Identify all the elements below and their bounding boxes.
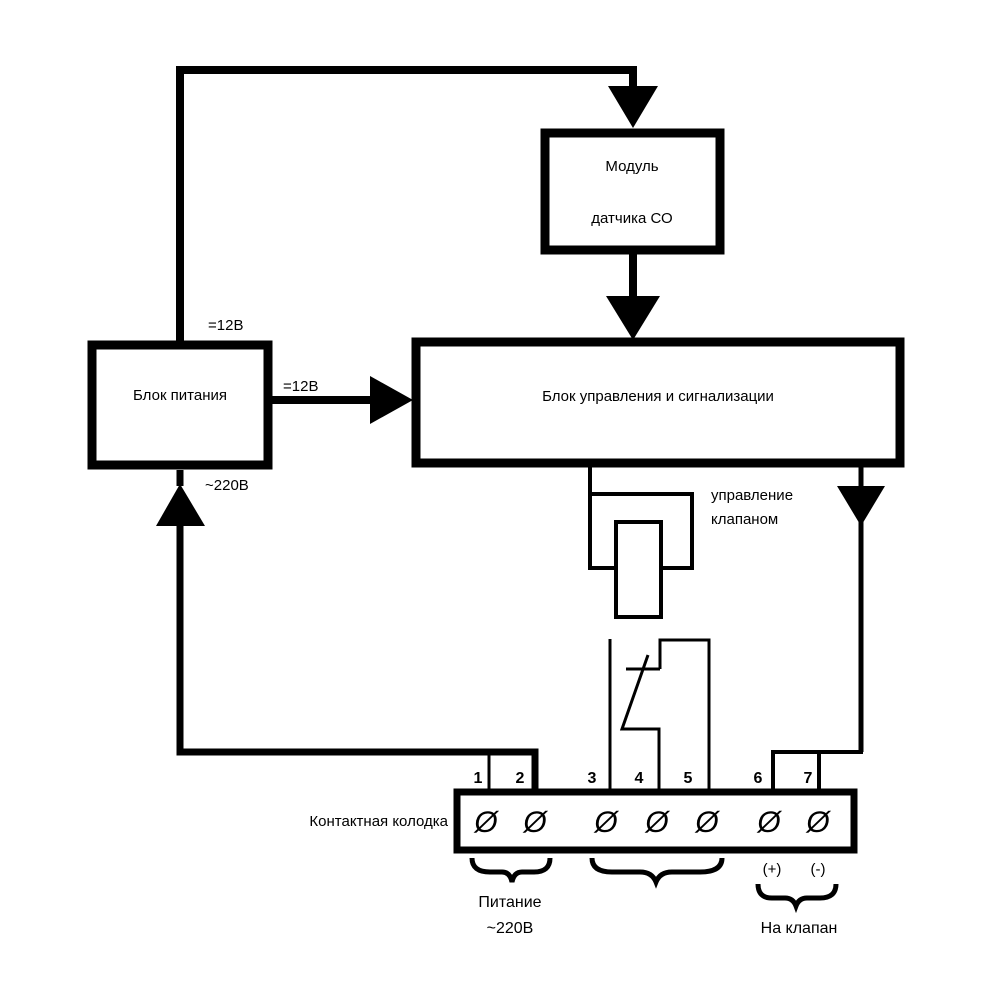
- power-group-label-line1: Питание: [478, 894, 541, 911]
- arrow-up-to-psu: [156, 484, 205, 526]
- power-supply-block: [87, 340, 273, 470]
- terminal-number-5: 5: [684, 770, 693, 787]
- arrow-down-to-sensor: [608, 86, 658, 128]
- brace-relay-terminals: [589, 857, 725, 889]
- terminal-block-label: Контактная колодка: [309, 813, 448, 830]
- terminal-screw-7[interactable]: Ø: [805, 806, 831, 839]
- terminal-screw-2[interactable]: Ø: [522, 806, 548, 839]
- wire-control-to-valve: [771, 466, 863, 790]
- terminal-number-6: 6: [754, 770, 763, 787]
- voltage-label-psu-right: =12В: [283, 378, 318, 395]
- wire-mains-to-psu: [176, 520, 539, 790]
- relay-wire-terminal-5: [658, 638, 711, 790]
- brace-valve-terminals: [755, 883, 839, 914]
- terminal-number-3: 3: [588, 770, 597, 787]
- voltage-label-psu-bottom: ~220В: [205, 477, 249, 494]
- terminal-screw-4[interactable]: Ø: [644, 806, 670, 839]
- co-sensor-label-line1: Модуль: [605, 158, 658, 175]
- arrow-right-to-control: [370, 376, 413, 424]
- brace-power-terminals: [469, 857, 553, 883]
- relay-coil: [614, 520, 663, 619]
- relay-coil-frame: [588, 466, 694, 570]
- power-group-label-line2: ~220В: [487, 920, 534, 937]
- terminal-number-7: 7: [804, 770, 813, 787]
- terminal-screw-3[interactable]: Ø: [593, 806, 619, 839]
- terminal-numbers: 1 2 3 4 5 6 7: [474, 770, 813, 787]
- control-unit-block: [411, 337, 905, 468]
- terminal-screws: Ø Ø Ø Ø Ø Ø Ø: [473, 806, 831, 839]
- relay-switch-contact: [619, 654, 661, 790]
- terminal-number-1: 1: [474, 770, 483, 787]
- terminal-screw-6[interactable]: Ø: [756, 806, 782, 839]
- arrow-down-valve-control: [837, 486, 885, 526]
- valve-control-label-line2: клапаном: [711, 511, 778, 528]
- power-supply-label: Блок питания: [133, 387, 227, 404]
- terminal-number-2: 2: [516, 770, 525, 787]
- terminal-block: [453, 788, 858, 854]
- arrow-down-to-control: [606, 296, 660, 340]
- voltage-label-psu-top: =12В: [208, 317, 243, 334]
- valve-group-label: На клапан: [761, 920, 838, 937]
- wire-psu-to-sensor: [176, 66, 637, 342]
- terminal-number-4: 4: [635, 770, 644, 787]
- co-sensor-module-block: [540, 128, 725, 255]
- valve-control-label-line1: управление: [711, 487, 793, 504]
- co-sensor-label-line2: датчика СО: [591, 210, 672, 227]
- polarity-minus-label: (-): [811, 861, 826, 878]
- terminal-screw-1[interactable]: Ø: [473, 806, 499, 839]
- polarity-plus-label: (+): [763, 861, 782, 878]
- control-unit-label: Блок управления и сигнализации: [542, 388, 774, 405]
- terminal-screw-5[interactable]: Ø: [694, 806, 720, 839]
